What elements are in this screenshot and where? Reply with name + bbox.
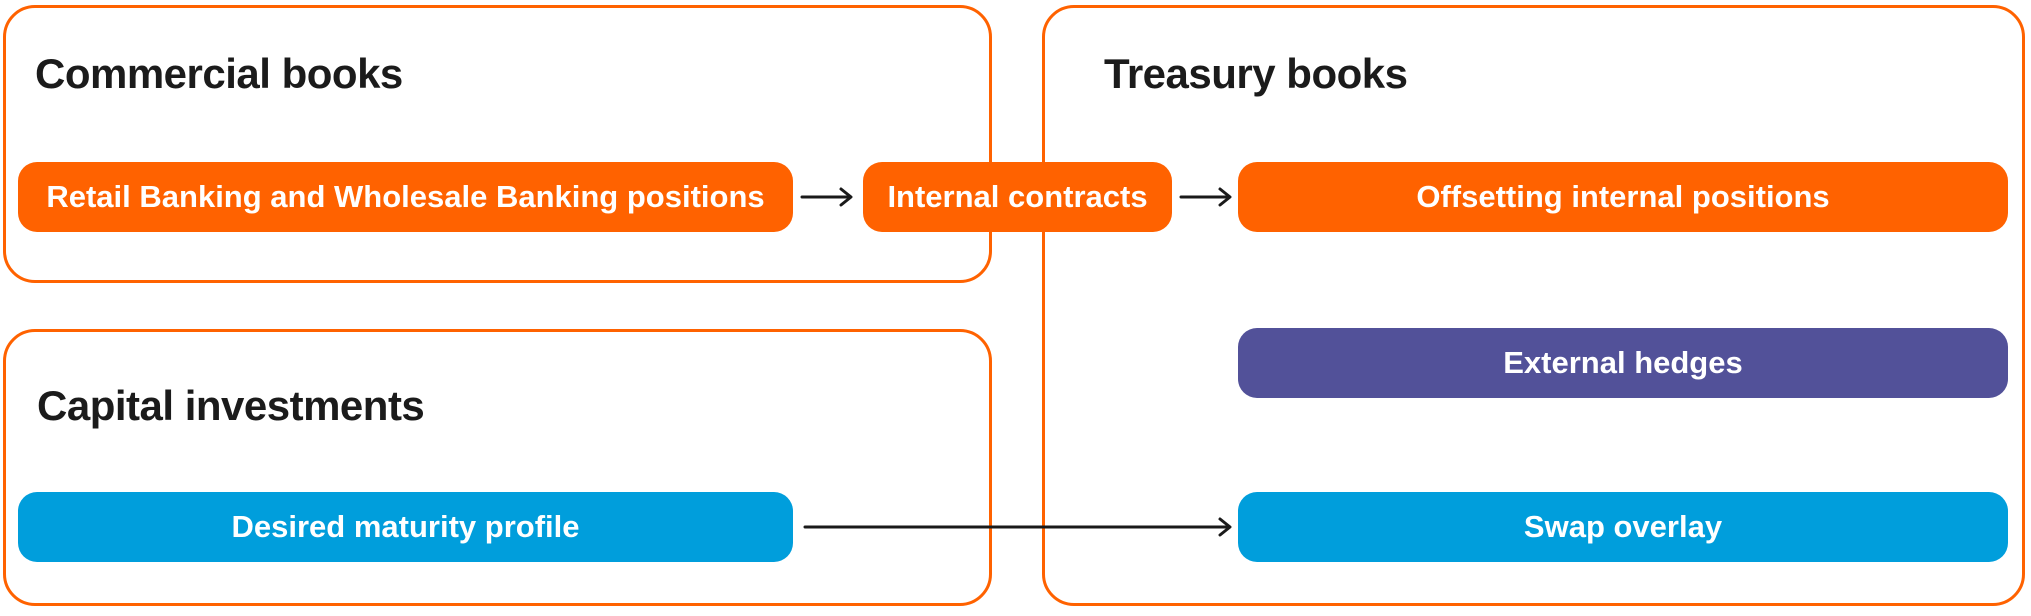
group-commercial-books [3,5,992,283]
arrow-desired-to-swap-icon [803,517,1232,537]
node-offsetting-internal-positions: Offsetting internal positions [1238,162,2008,232]
capital-investments-title: Capital investments [37,382,425,429]
node-external-hedges: External hedges [1238,328,2008,398]
node-internal-contracts: Internal contracts [863,162,1172,232]
arrow-internal-to-offsetting-icon [1179,187,1232,207]
group-capital-investments [3,329,992,606]
node-retail-wholesale-positions: Retail Banking and Wholesale Banking pos… [18,162,793,232]
commercial-books-title: Commercial books [35,50,403,97]
arrow-retail-to-internal-icon [800,187,853,207]
treasury-books-title: Treasury books [1104,50,1408,97]
node-desired-maturity-profile: Desired maturity profile [18,492,793,562]
node-swap-overlay: Swap overlay [1238,492,2008,562]
group-treasury-books [1042,5,2025,606]
